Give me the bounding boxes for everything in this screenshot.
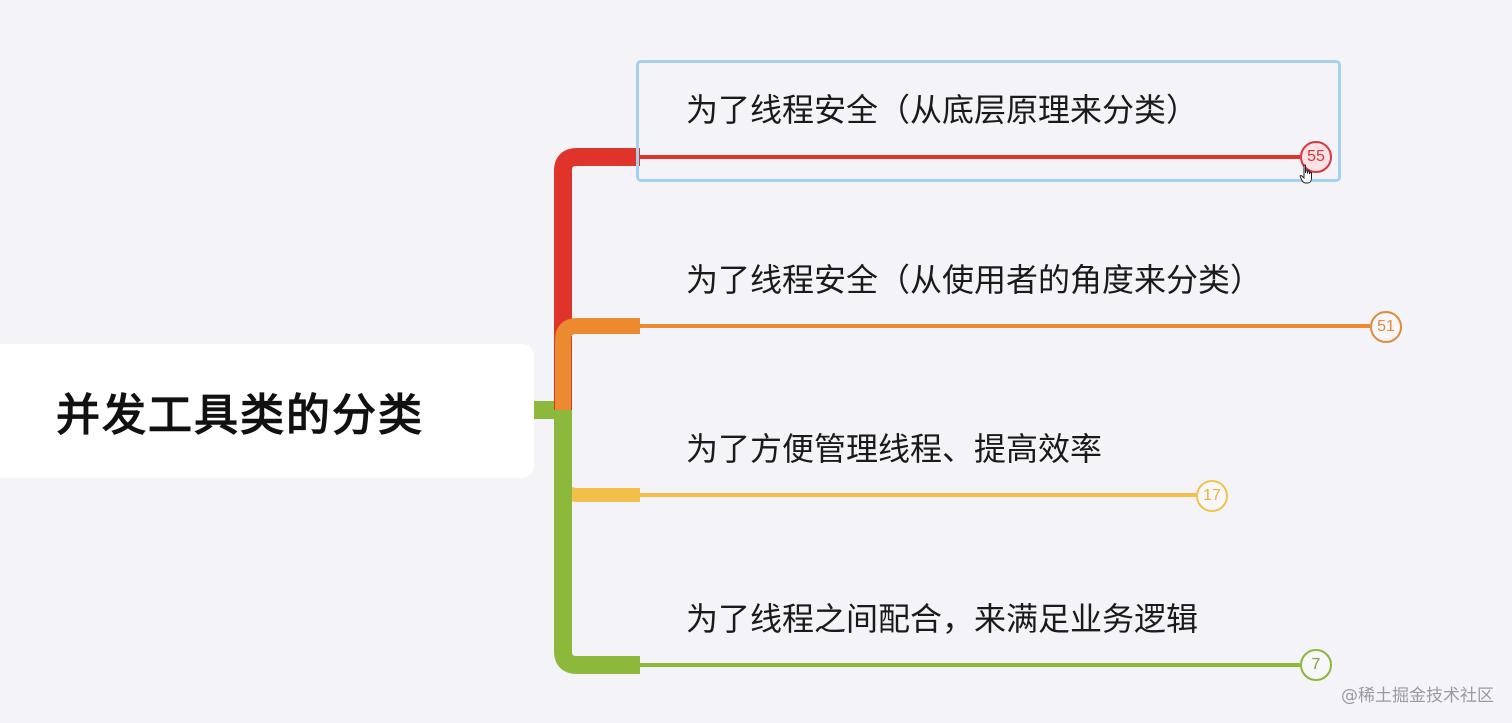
branch-connector-2 — [556, 410, 640, 502]
branch-label-0[interactable]: 为了线程安全（从底层原理来分类） — [686, 91, 1199, 129]
branch-label-1[interactable]: 为了线程安全（从使用者的角度来分类） — [686, 261, 1263, 299]
collapse-badge-3[interactable]: 7 — [1300, 649, 1332, 681]
branch-label-2[interactable]: 为了方便管理线程、提高效率 — [686, 430, 1103, 468]
root-node[interactable]: 并发工具类的分类 — [0, 344, 534, 478]
branch-label-3[interactable]: 为了线程之间配合，来满足业务逻辑 — [686, 600, 1199, 638]
hand-pointer-icon — [1299, 164, 1312, 184]
watermark: @稀土掘金技术社区 — [1341, 686, 1494, 706]
root-label: 并发工具类的分类 — [56, 390, 424, 441]
branch-connector-3 — [554, 410, 640, 674]
branch-connector-1 — [555, 318, 640, 410]
collapse-badge-1[interactable]: 51 — [1370, 311, 1402, 343]
branch-connector-0 — [554, 148, 640, 410]
collapse-badge-2[interactable]: 17 — [1196, 480, 1228, 512]
